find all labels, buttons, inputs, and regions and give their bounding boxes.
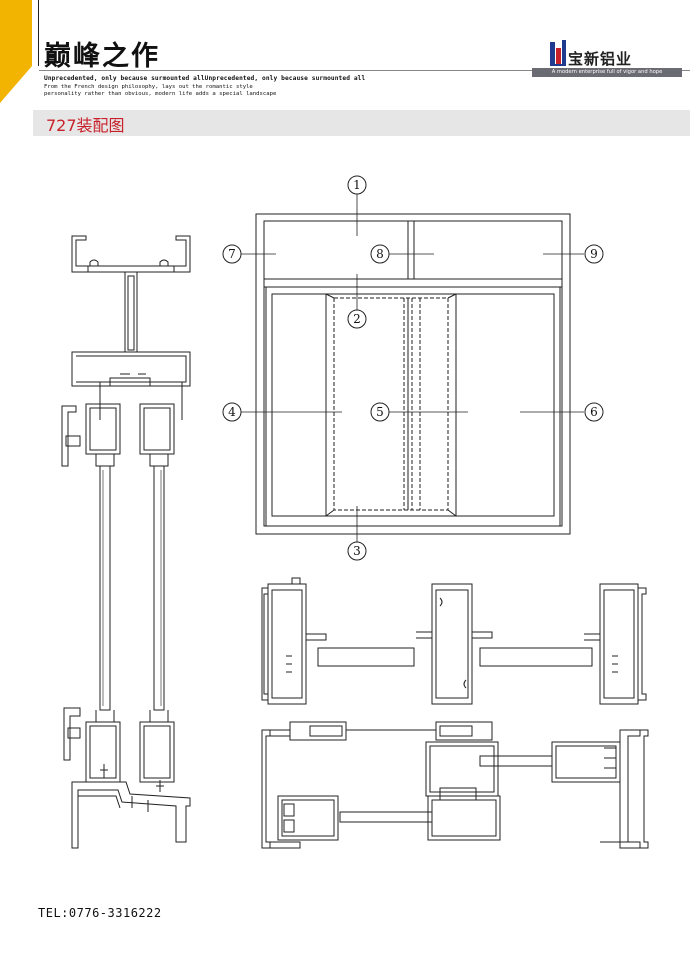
- tagline-line-1: From the French design philosophy, lays …: [44, 84, 253, 90]
- corner-accent: [0, 0, 32, 103]
- brand-logo-icon: [550, 40, 566, 66]
- callout-3: [347, 541, 367, 561]
- section-bar: [33, 110, 690, 136]
- callout-8: [370, 244, 390, 264]
- callout-label-5: 5: [376, 405, 384, 419]
- callout-5: [370, 402, 390, 422]
- footer-telephone: TEL:0776-3316222: [38, 906, 162, 920]
- header-rule: [39, 70, 690, 71]
- callout-label-1: 1: [353, 178, 361, 192]
- callout-label-4: 4: [228, 405, 236, 419]
- horizontal-section-lower: [261, 721, 649, 849]
- callout-7: [222, 244, 242, 264]
- brand-slogan: A modern enterprise full of vigor and ho…: [532, 68, 682, 77]
- vertical-section-view: [61, 235, 191, 849]
- horizontal-section-upper: [261, 577, 647, 705]
- callout-label-7: 7: [228, 247, 236, 261]
- page-title: 巅峰之作: [44, 41, 160, 72]
- window-elevation: [255, 213, 571, 535]
- tagline-line-2: personality rather than obvious, modern …: [44, 91, 277, 97]
- header-divider: [38, 0, 39, 66]
- callout-9: [584, 244, 604, 264]
- callout-6: [584, 402, 604, 422]
- section-title: 727装配图: [46, 116, 125, 135]
- callout-label-9: 9: [590, 247, 598, 261]
- callout-label-8: 8: [376, 247, 384, 261]
- callout-1: [347, 175, 367, 195]
- callout-label-3: 3: [353, 544, 361, 558]
- callout-label-6: 6: [590, 405, 598, 419]
- callout-label-2: 2: [353, 312, 361, 326]
- callout-circles: [222, 175, 604, 561]
- callout-2: [347, 309, 367, 329]
- tagline-text: From the French design philosophy, lays …: [44, 84, 276, 98]
- tagline-bold: Unprecedented, only because surmounted a…: [44, 75, 366, 82]
- callout-leaders: [241, 194, 584, 542]
- callout-4: [222, 402, 242, 422]
- brand-name: 宝新铝业: [568, 50, 633, 68]
